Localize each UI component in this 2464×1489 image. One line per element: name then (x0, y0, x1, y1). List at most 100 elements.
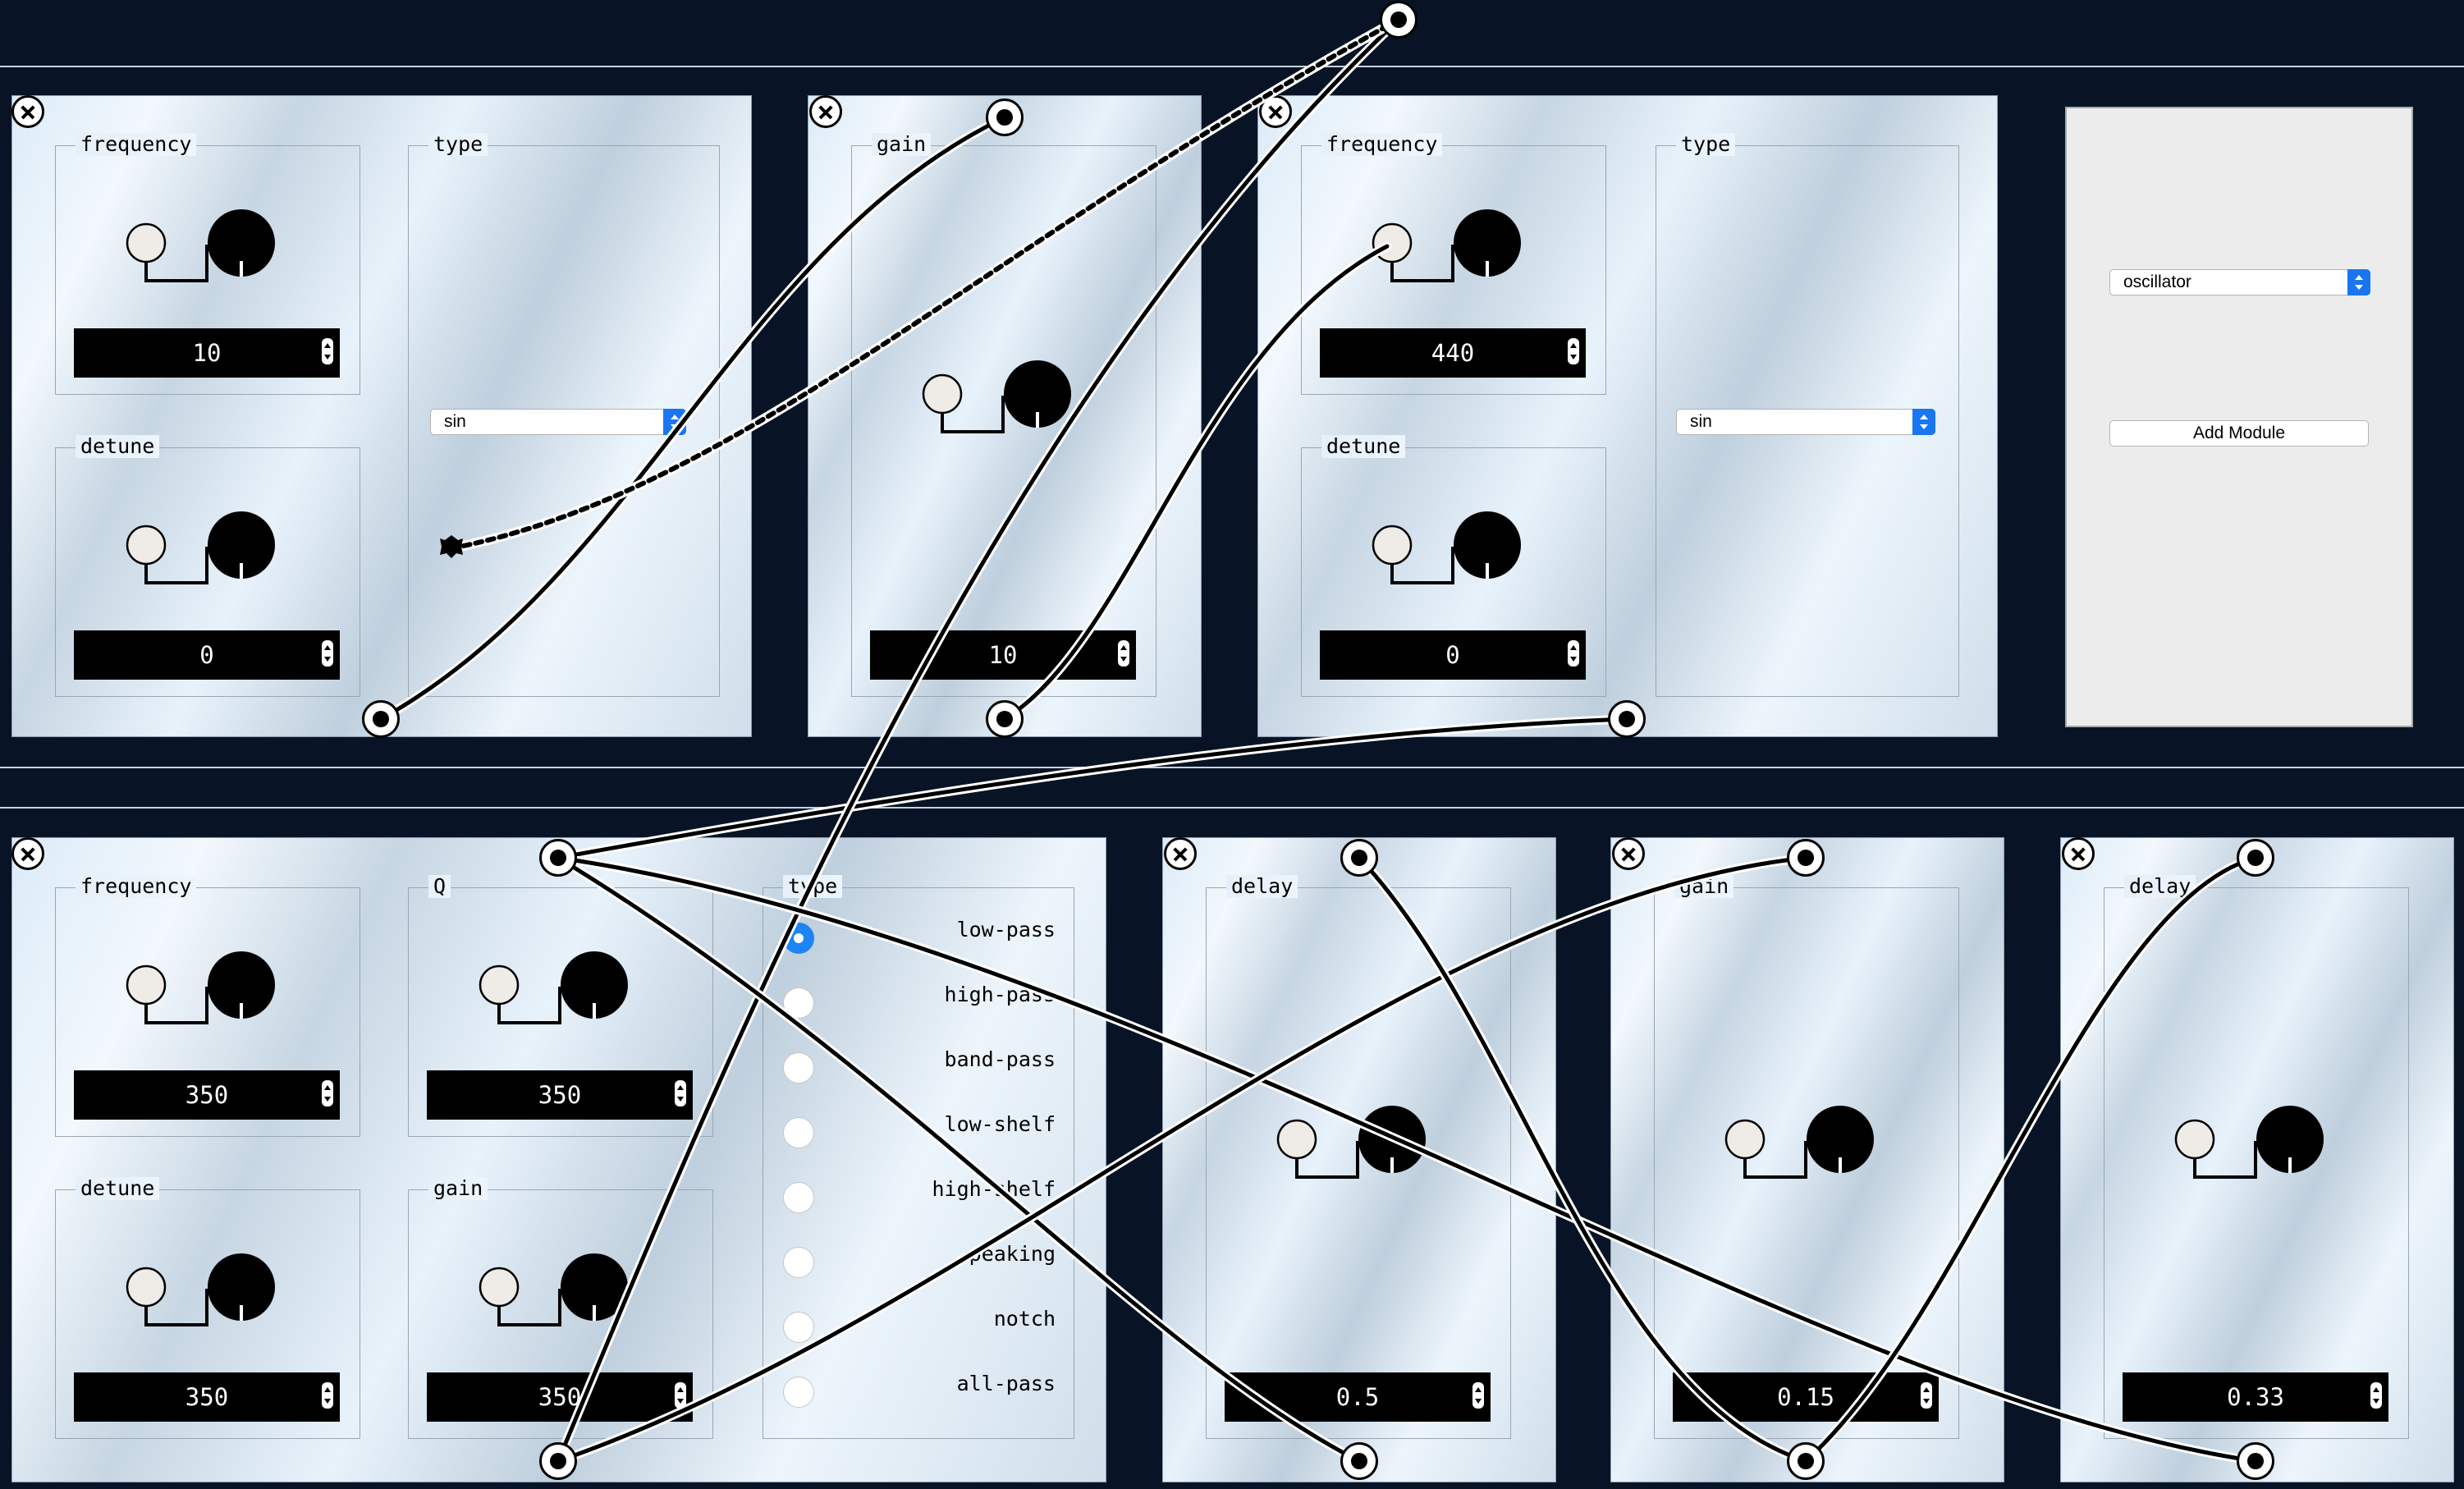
knob-control[interactable] (121, 1253, 294, 1353)
close-gain2-icon[interactable] (1612, 837, 1645, 870)
cable (376, 112, 1010, 724)
frequency-param: frequency 440 (1301, 133, 1606, 395)
knob-control[interactable] (121, 209, 294, 309)
port-delay1-input[interactable] (1340, 839, 1378, 877)
gain-param: gain 10 (851, 133, 1156, 697)
oscillator-module-1: frequency 10 detune 0 type sin (11, 95, 752, 737)
stepper-icon[interactable] (1118, 640, 1129, 667)
port-destination[interactable] (1380, 1, 1417, 39)
number-input[interactable]: 350 (427, 1070, 693, 1120)
frequency-param: frequency 10 (55, 133, 360, 395)
module-type-value: oscillator (2123, 273, 2191, 291)
detune-param: detune 0 (1301, 435, 1606, 697)
type-param: type sin (1656, 133, 1959, 697)
waveform-value: sin (444, 412, 466, 431)
number-value: 440 (1431, 339, 1475, 367)
cable (553, 853, 2260, 1466)
close-osc1-icon[interactable] (11, 95, 44, 128)
number-input[interactable]: 0.5 (1225, 1372, 1491, 1422)
knob-control[interactable] (918, 360, 1090, 460)
waveform-select[interactable]: sin (1676, 409, 1935, 435)
knob-control[interactable] (1720, 1106, 1893, 1205)
port-gain1-output[interactable] (986, 700, 1024, 738)
delay-module-2: delay 0.33 (2060, 837, 2454, 1482)
cable (1803, 855, 2258, 1464)
param-label: type (428, 133, 488, 156)
port-osc1-output[interactable] (362, 700, 400, 738)
type-param: type sin (408, 133, 720, 697)
number-input[interactable]: 350 (74, 1070, 340, 1120)
port-delay2-input[interactable] (2237, 839, 2274, 877)
stepper-icon[interactable] (1472, 1382, 1484, 1409)
knob-control[interactable] (121, 951, 294, 1051)
close-gain1-icon[interactable] (809, 95, 842, 128)
radio-peaking[interactable] (783, 1247, 814, 1278)
stepper-icon[interactable] (1568, 338, 1579, 364)
knob-control[interactable] (2170, 1106, 2343, 1205)
cable (1801, 853, 2260, 1466)
radio-label-notch: notch (993, 1307, 1056, 1331)
port-delay2-output[interactable] (2237, 1442, 2274, 1480)
knob-control[interactable] (474, 1253, 647, 1353)
number-input[interactable]: 10 (870, 630, 1136, 680)
number-input[interactable]: 350 (74, 1372, 340, 1422)
port-gain2-input[interactable] (1787, 839, 1825, 877)
oscillator-module-2: frequency 440 detune 0 type sin (1257, 95, 1998, 737)
port-gain1-input[interactable] (986, 99, 1024, 136)
gain-module-1: gain 10 (808, 95, 1202, 737)
number-input[interactable]: 0 (74, 630, 340, 680)
param-label: gain (872, 133, 932, 156)
knob-control[interactable] (1367, 511, 1540, 611)
gain-param: gain 350 (408, 1177, 713, 1439)
waveform-select[interactable]: sin (430, 409, 686, 435)
stepper-icon[interactable] (2370, 1382, 2382, 1409)
number-value: 350 (538, 1081, 582, 1109)
number-value: 0 (1445, 641, 1460, 669)
top-rack-rail-bottom (0, 767, 2464, 768)
knob-control[interactable] (121, 511, 294, 611)
radio-label-band-pass: band-pass (944, 1047, 1056, 1071)
number-value: 10 (192, 339, 222, 367)
number-input[interactable]: 350 (427, 1372, 693, 1422)
radio-low-shelf[interactable] (783, 1117, 814, 1148)
frequency-param: frequency 350 (55, 875, 360, 1137)
port-filter-output[interactable] (539, 1442, 577, 1480)
port-delay1-output[interactable] (1340, 1442, 1378, 1480)
cable (556, 855, 1362, 1464)
number-value: 10 (988, 641, 1018, 669)
cable (553, 853, 1811, 1466)
add-module-button[interactable]: Add Module (2109, 420, 2369, 447)
stepper-icon[interactable] (1568, 640, 1579, 667)
stepper-icon[interactable] (322, 1080, 333, 1106)
radio-high-shelf[interactable] (783, 1182, 814, 1213)
bottom-rack-rail-top (0, 807, 2464, 809)
radio-notch[interactable] (783, 1312, 814, 1343)
cable (1000, 241, 1392, 724)
port-gain2-output[interactable] (1787, 1442, 1825, 1480)
radio-all-pass[interactable] (783, 1377, 814, 1408)
port-filter-input[interactable] (539, 839, 577, 877)
stepper-icon[interactable] (322, 1382, 333, 1409)
stepper-icon[interactable] (675, 1080, 686, 1106)
close-delay1-icon[interactable] (1164, 837, 1197, 870)
add-module-panel: oscillator Add Module (2065, 107, 2413, 727)
detune-param: detune 350 (55, 1177, 360, 1439)
stepper-icon[interactable] (1921, 1382, 1932, 1409)
stepper-icon[interactable] (675, 1382, 686, 1409)
param-label: Q (428, 875, 451, 898)
number-input[interactable]: 10 (74, 328, 340, 378)
close-filter-icon[interactable] (11, 837, 44, 870)
knob-control[interactable] (474, 951, 647, 1051)
port-osc2-output[interactable] (1608, 700, 1646, 738)
number-input[interactable]: 440 (1320, 328, 1586, 378)
stepper-icon[interactable] (322, 640, 333, 667)
param-label: delay (1226, 875, 1298, 898)
close-delay2-icon[interactable] (2062, 837, 2095, 870)
radio-band-pass[interactable] (783, 1052, 814, 1084)
param-label: type (1676, 133, 1736, 156)
number-input[interactable]: 0 (1320, 630, 1586, 680)
number-input[interactable]: 0.33 (2123, 1372, 2388, 1422)
stepper-icon[interactable] (322, 338, 333, 364)
module-type-select[interactable]: oscillator (2109, 269, 2370, 296)
